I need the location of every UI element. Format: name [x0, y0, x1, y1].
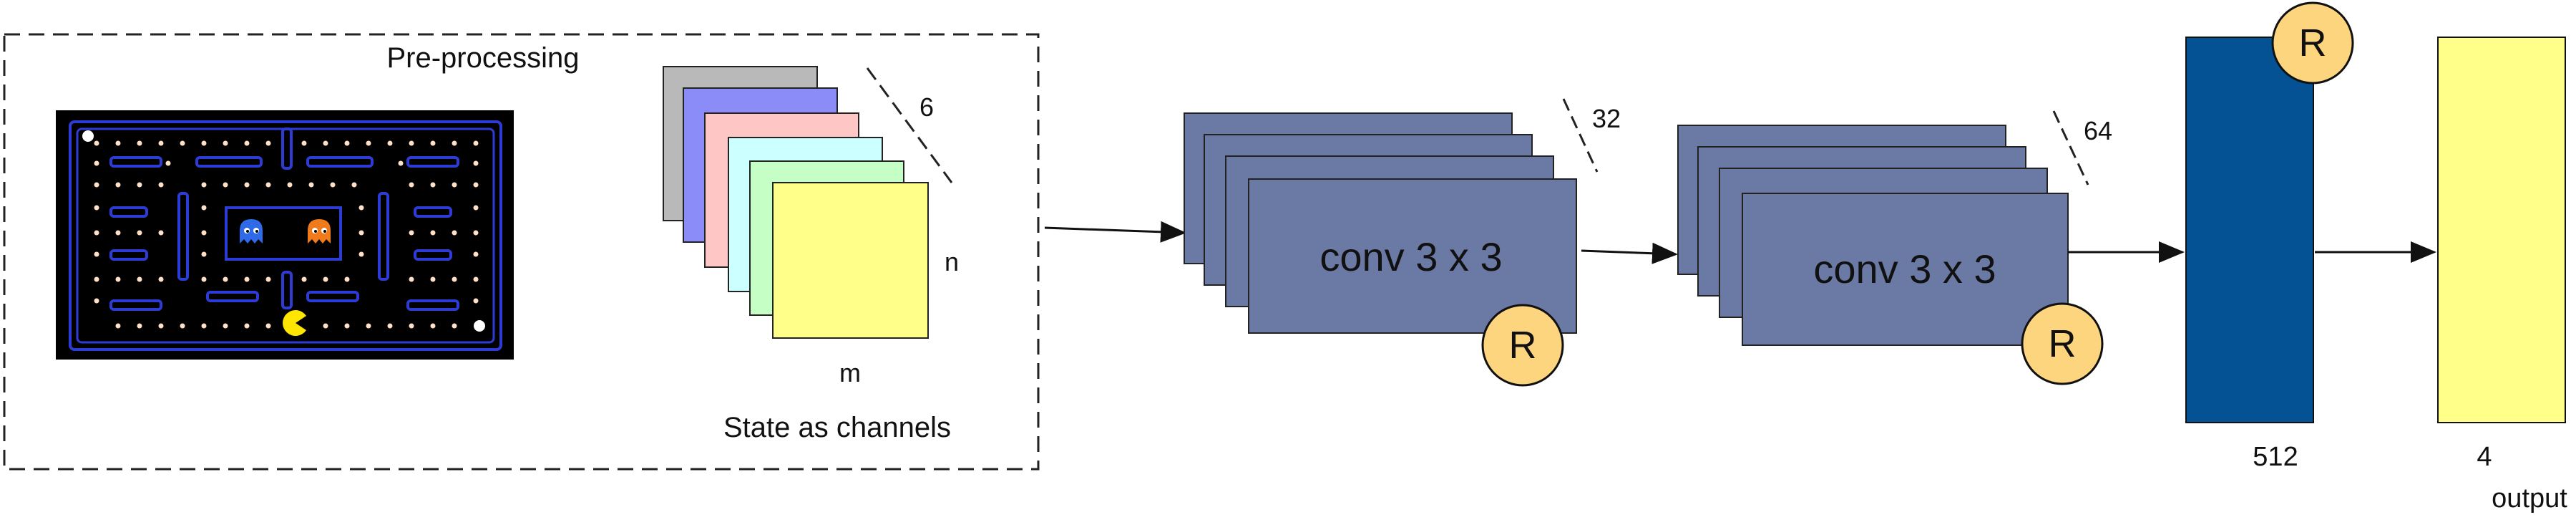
- pacman-icon: [283, 309, 306, 337]
- arrow-to-conv1: [1044, 221, 1186, 243]
- conv2-block: conv 3 x 3 64 R: [1677, 110, 2112, 385]
- channel-width-label: m: [839, 358, 861, 387]
- conv2-relu-badge: R: [2021, 302, 2104, 385]
- channel-depth-label: 6: [919, 92, 934, 122]
- conv2-depth-label: 64: [2084, 116, 2112, 145]
- orange-ghost-icon: [308, 219, 331, 244]
- channel-depth-dash: [866, 67, 953, 183]
- conv2-depth-dash: [2052, 110, 2089, 186]
- channel-height-label: n: [945, 247, 959, 276]
- conv1-depth-label: 32: [1592, 104, 1621, 133]
- conv1-relu-badge: R: [1481, 304, 1564, 387]
- conv1-label: conv 3 x 3: [1319, 234, 1502, 279]
- blue-ghost-icon: [240, 219, 263, 244]
- conv1-activation-label: R: [1509, 324, 1537, 367]
- pacman-game-image: [56, 110, 514, 360]
- output-units-label: 4: [2477, 442, 2492, 472]
- conv1-block: conv 3 x 3 32 R: [1184, 98, 1621, 387]
- state-channels-stack: 6 n m: [663, 66, 959, 387]
- conv2-activation-label: R: [2049, 322, 2077, 365]
- dense-bar: [2185, 37, 2314, 423]
- state-caption: State as channels: [723, 412, 951, 443]
- arrow-to-conv2: [1581, 242, 1678, 264]
- channel-6: [772, 182, 929, 339]
- conv1-depth-dash: [1562, 98, 1599, 173]
- output-layer: 4 output: [2437, 37, 2567, 514]
- dense-units-label: 512: [2253, 442, 2298, 472]
- preprocessing-section: Pre-processing: [3, 33, 1040, 471]
- conv2-filter-4: [1742, 193, 2069, 346]
- dense-layer: R 512: [2185, 1, 2354, 472]
- dense-activation-label: R: [2299, 21, 2327, 64]
- output-caption: output: [2492, 483, 2567, 514]
- conv2-label: conv 3 x 3: [1813, 246, 1996, 292]
- dense-relu-badge: R: [2271, 1, 2354, 85]
- preprocessing-border: [3, 33, 1040, 471]
- output-bar: [2437, 37, 2566, 423]
- preprocessing-title: Pre-processing: [386, 42, 579, 74]
